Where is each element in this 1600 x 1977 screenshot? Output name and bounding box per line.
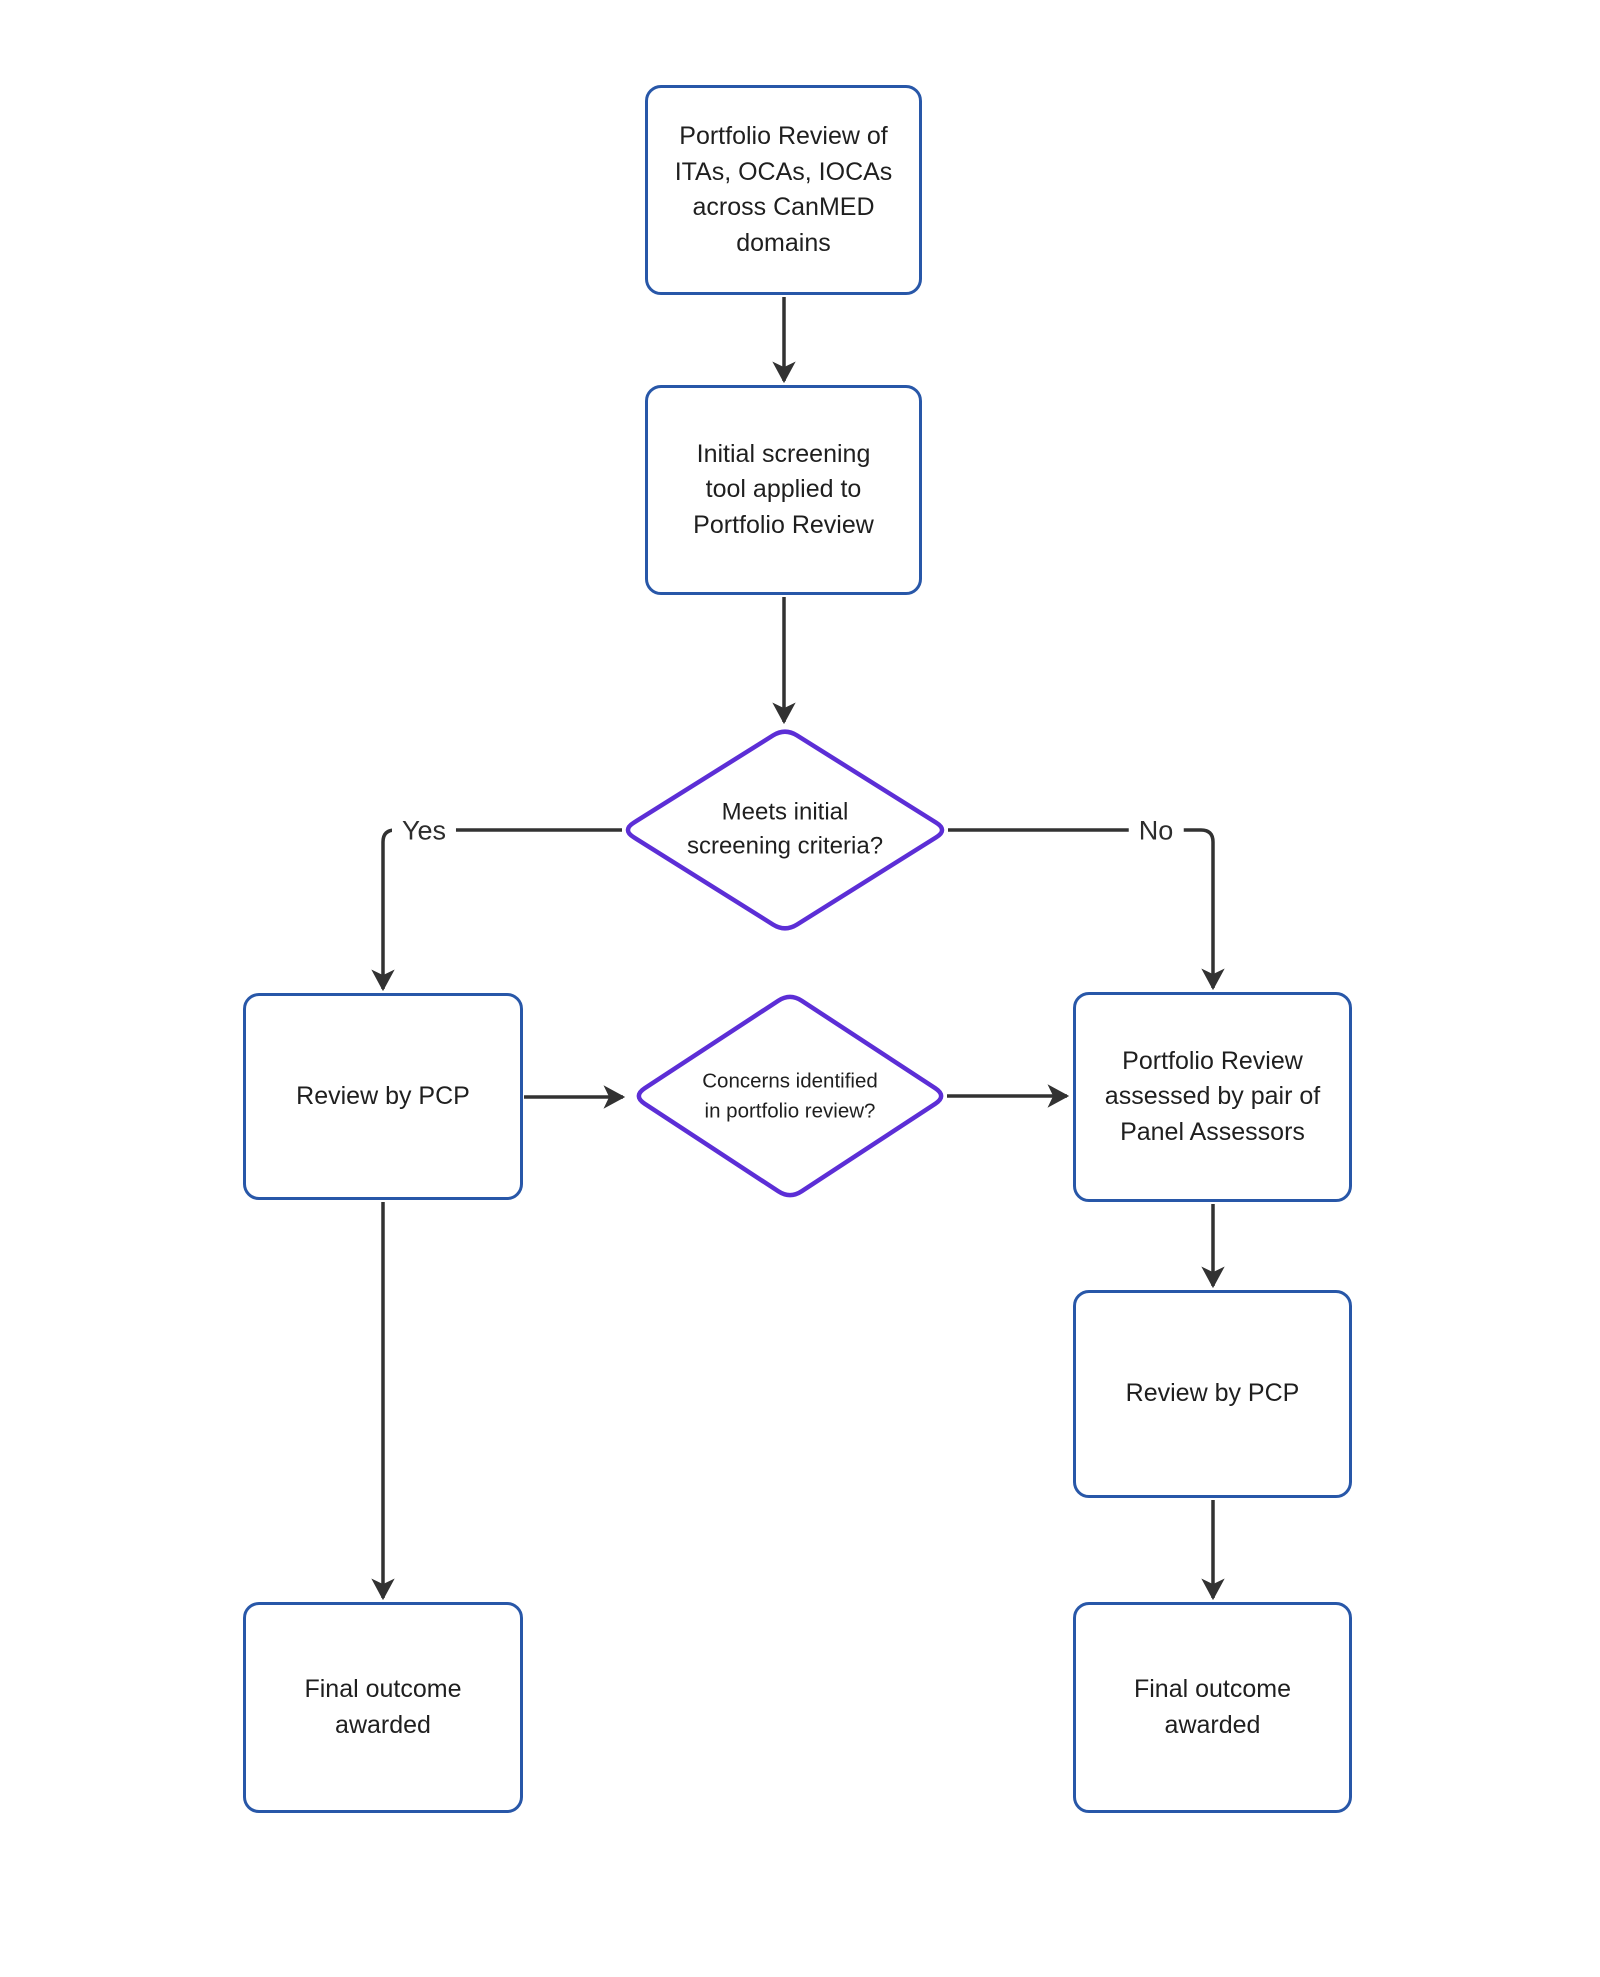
decision-diamond-meets-criteria xyxy=(625,729,945,931)
node-final-outcome-left-label: Final outcome awarded xyxy=(304,1675,462,1739)
node-review-pcp-right-label: Review by PCP xyxy=(1125,1379,1300,1408)
node-review-pcp-right: Review by PCP xyxy=(1073,1290,1352,1498)
node-portfolio-review-label: Portfolio Review of ITAs, OCAs, IOCAs ac… xyxy=(674,122,893,257)
edge-no-to-panel-assessors xyxy=(948,828,1225,991)
node-review-pcp-left-label: Review by PCP xyxy=(296,1081,470,1110)
node-initial-screening: Initial screening tool applied to Portfo… xyxy=(645,385,922,595)
node-portfolio-review: Portfolio Review of ITAs, OCAs, IOCAs ac… xyxy=(645,85,922,295)
node-initial-screening-label: Initial screening tool applied to Portfo… xyxy=(693,439,874,539)
node-final-outcome-left: Final outcome awarded xyxy=(243,1602,523,1813)
edge-label-yes: Yes xyxy=(391,813,457,849)
node-final-outcome-right-label: Final outcome awarded xyxy=(1133,1675,1292,1739)
node-panel-assessors-label: Portfolio Review assessed by pair of Pan… xyxy=(1104,1046,1321,1146)
decision-meets-criteria-label: Meets initial screening criteria? xyxy=(686,798,884,860)
edge-label-no: No xyxy=(1128,813,1184,849)
node-final-outcome-right: Final outcome awarded xyxy=(1073,1602,1352,1813)
node-panel-assessors: Portfolio Review assessed by pair of Pan… xyxy=(1073,992,1352,1202)
decision-concerns-identified-label: Concerns identified in portfolio review? xyxy=(702,1069,878,1122)
node-review-pcp-left: Review by PCP xyxy=(243,993,523,1200)
decision-diamond-concerns-identified xyxy=(636,994,944,1198)
edge-yes-to-review-pcp-left xyxy=(371,828,622,992)
